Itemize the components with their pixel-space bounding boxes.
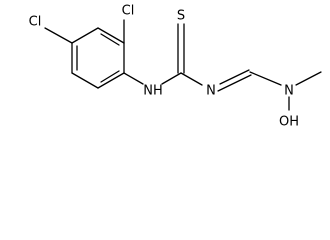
sulfur-atom-label: S — [177, 9, 185, 24]
chloro-substituent-bonds — [44, 19, 125, 44]
side-chain-bonds — [123, 23, 322, 111]
chlorine-atom-top: Cl — [122, 4, 135, 19]
benzene-ring — [71, 27, 125, 89]
imine-nitrogen-label: N — [206, 84, 216, 99]
chlorine-atom-left: Cl — [29, 15, 42, 30]
amine-nh-label: NH — [143, 84, 163, 99]
hydroxyl-label: OH — [279, 115, 299, 130]
hydroxy-nitrogen-label: N — [284, 84, 294, 99]
chemical-structure-diagram: Cl Cl NH S N N OH — [29, 4, 322, 130]
